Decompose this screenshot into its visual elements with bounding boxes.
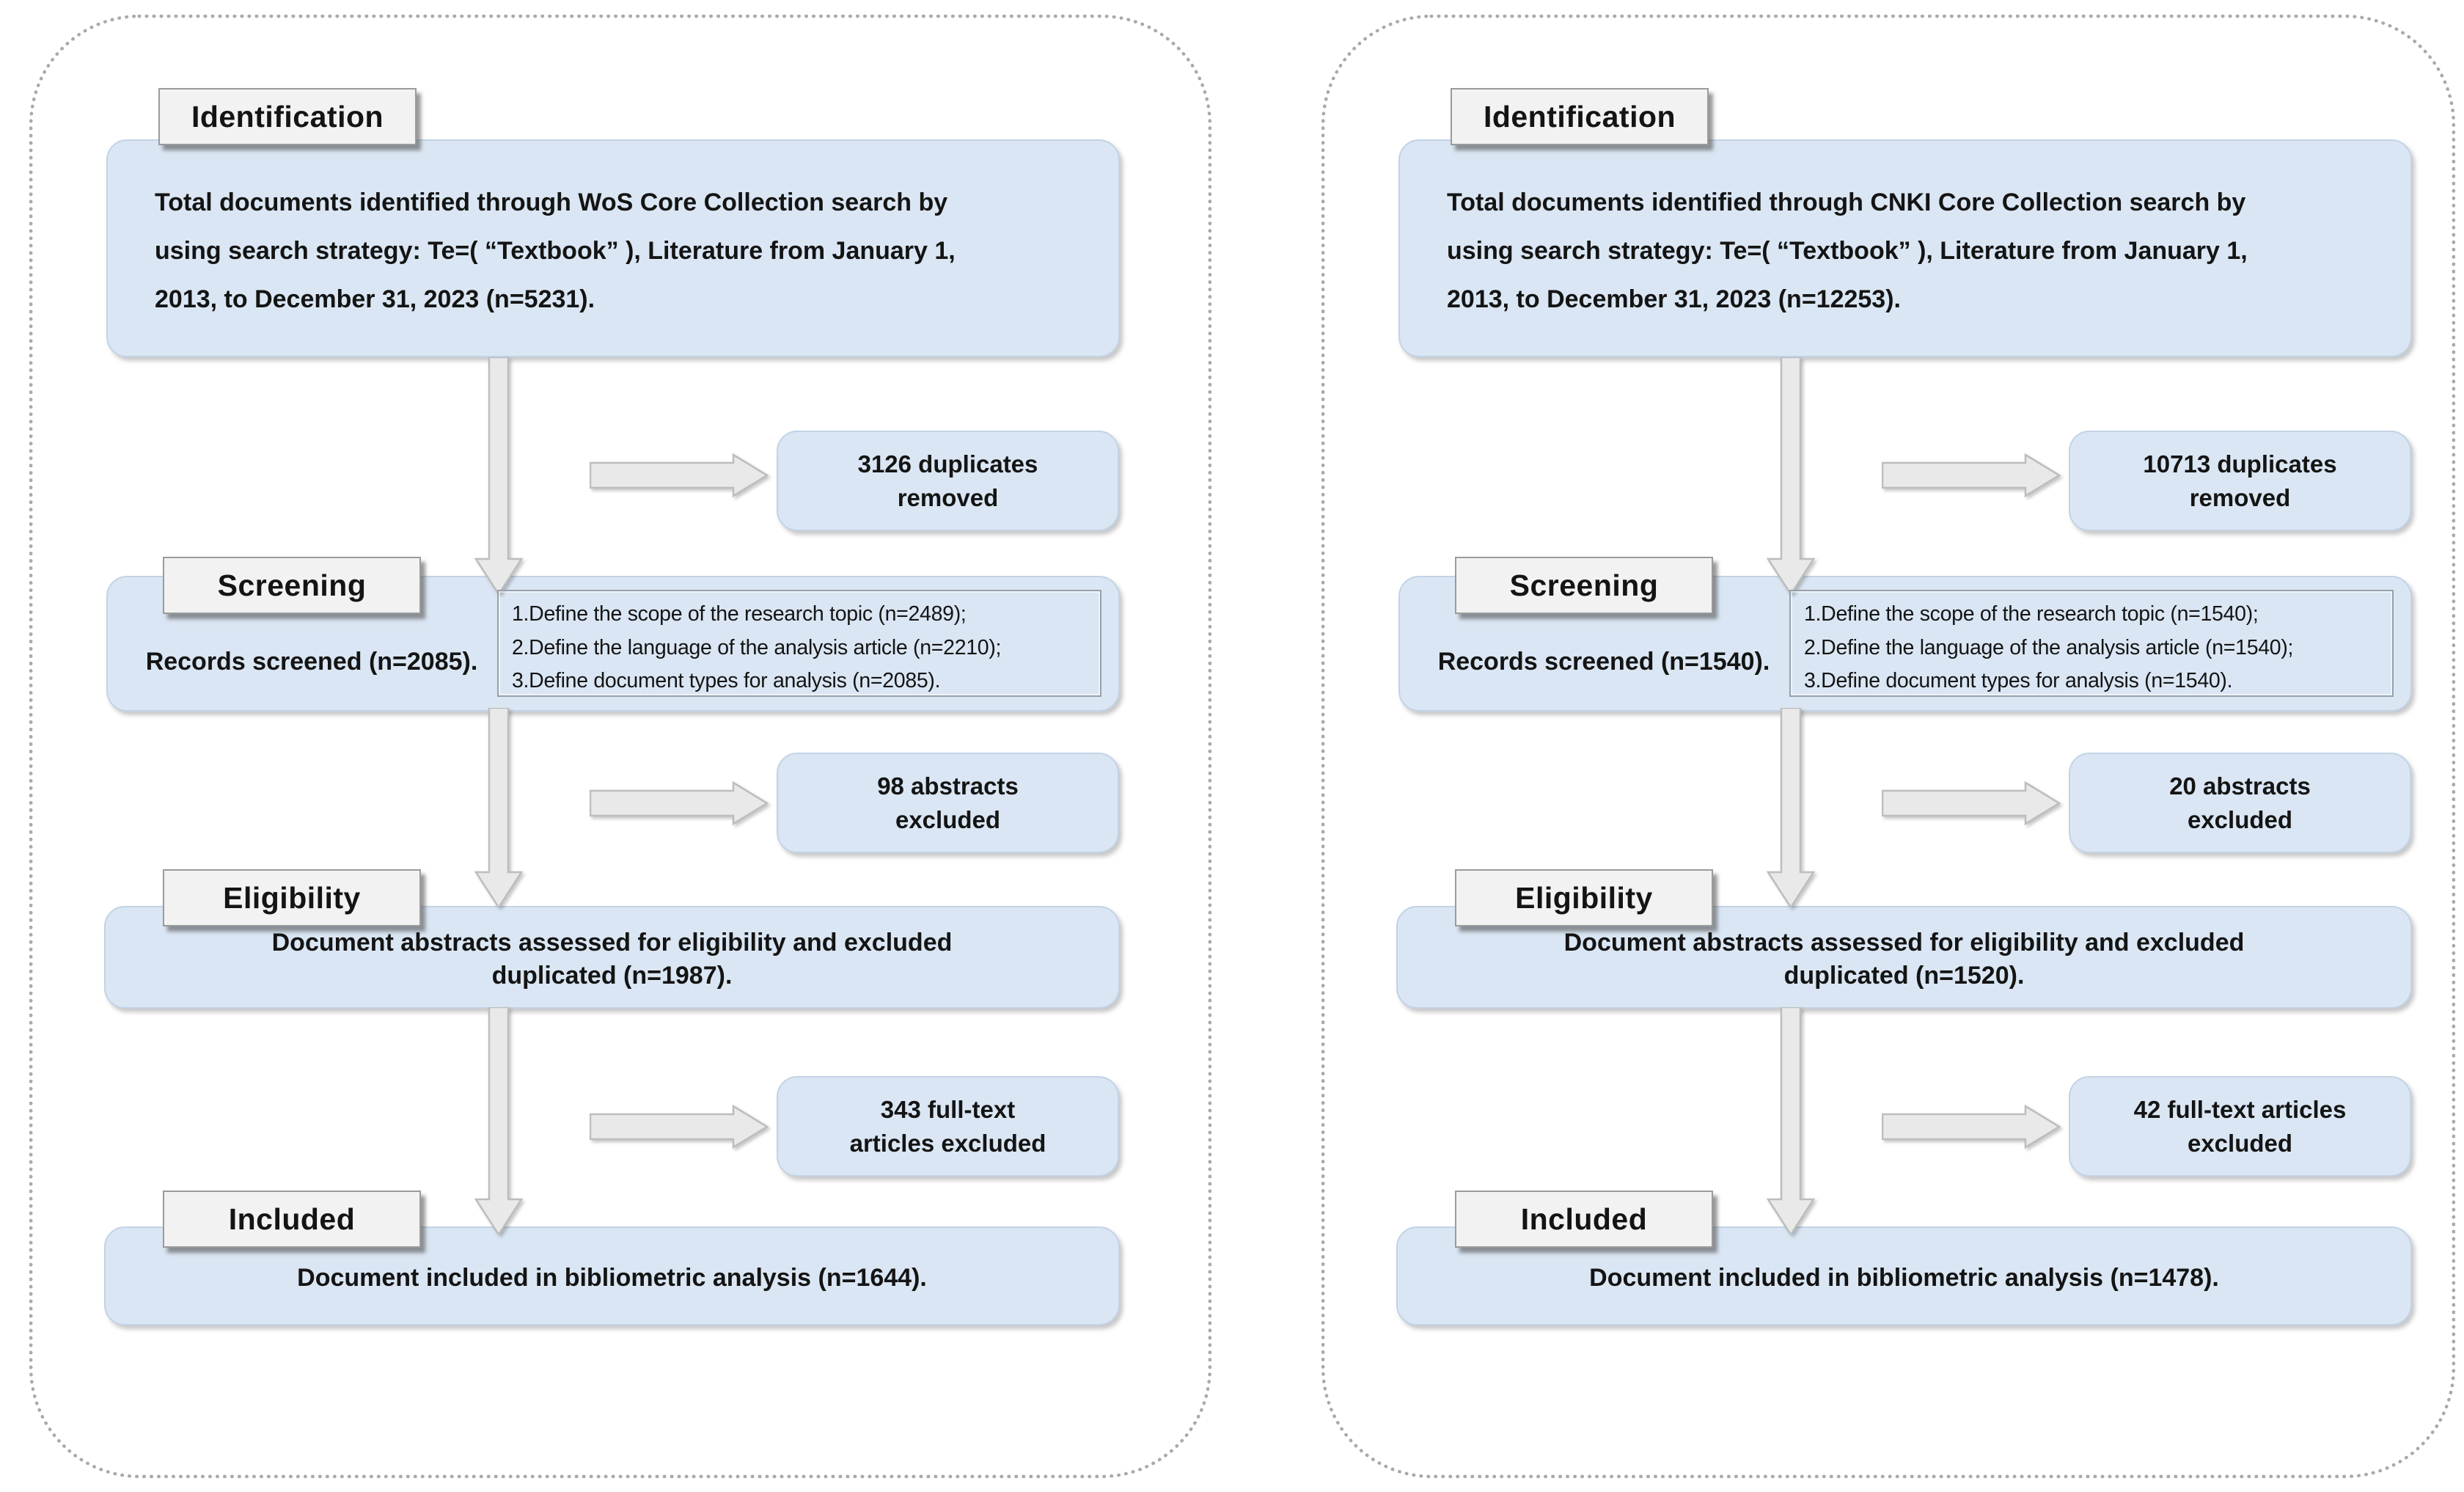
wos-duplicates-box: 3126 duplicates removed	[777, 431, 1119, 531]
included-text: Document included in bibliometric analys…	[1589, 1264, 2219, 1292]
duplicates-line: 3126 duplicates	[857, 450, 1038, 478]
abstracts-line: excluded	[2187, 805, 2293, 833]
criteria-line: 3.Define document types for analysis (n=…	[1804, 669, 2233, 692]
duplicates-line: removed	[2189, 483, 2291, 511]
criteria-line: 2.Define the language of the analysis ar…	[1804, 635, 2294, 659]
cnki-identification-box: Total documents identified through CNKI …	[1398, 139, 2412, 357]
wos-identification-box: Total documents identified through WoS C…	[106, 139, 1120, 357]
down-arrow	[1766, 708, 1816, 907]
down-arrow	[474, 357, 524, 594]
stage-label-text: Included	[1520, 1202, 1648, 1236]
identification-line: using search strategy: Te=( “Textbook” )…	[155, 237, 956, 265]
identification-text: Total documents identified through CNKI …	[1400, 141, 2410, 323]
stage-label-text: Identification	[191, 99, 384, 134]
cnki-panel: Identification Total documents identifie…	[1321, 15, 2455, 1478]
included-text: Document included in bibliometric analys…	[297, 1264, 927, 1292]
identification-line: 2013, to December 31, 2023 (n=5231).	[155, 285, 595, 313]
abstracts-line: excluded	[895, 805, 1001, 833]
cnki-eligibility-label: Eligibility	[1455, 869, 1713, 926]
stage-label-text: Screening	[1509, 568, 1659, 602]
eligibility-line: Document abstracts assessed for eligibil…	[1563, 929, 2245, 957]
down-arrow	[474, 708, 524, 907]
right-arrow	[590, 453, 769, 498]
fulltext-line: 42 full-text articles	[2133, 1095, 2347, 1123]
wos-screening-label: Screening	[163, 557, 421, 614]
criteria-line: 1.Define the scope of the research topic…	[512, 602, 967, 626]
stage-label-text: Included	[228, 1202, 356, 1236]
stage-label-text: Identification	[1483, 99, 1676, 134]
cnki-abstracts-excluded-box: 20 abstracts excluded	[2069, 753, 2411, 853]
fulltext-line: excluded	[2187, 1129, 2293, 1157]
wos-included-label: Included	[163, 1191, 421, 1248]
screening-criteria-box: 1.Define the scope of the research topic…	[1789, 590, 2394, 697]
wos-panel: Identification Total documents identifie…	[29, 15, 1211, 1478]
right-arrow	[1882, 1104, 2061, 1149]
eligibility-text: Document abstracts assessed for eligibil…	[106, 926, 1118, 992]
identification-line: using search strategy: Te=( “Textbook” )…	[1447, 237, 2248, 265]
down-arrow	[474, 1007, 524, 1235]
abstracts-line: 98 abstracts	[877, 772, 1019, 800]
right-arrow	[590, 780, 769, 826]
fulltext-line: 343 full-text	[880, 1095, 1016, 1123]
stage-label-text: Screening	[217, 568, 367, 602]
eligibility-line: duplicated (n=1987).	[491, 962, 733, 990]
right-arrow	[590, 1104, 769, 1149]
wos-fulltext-excluded-box: 343 full-text articles excluded	[777, 1076, 1119, 1177]
identification-text: Total documents identified through WoS C…	[108, 141, 1118, 323]
right-arrow	[1882, 780, 2061, 826]
stage-label-text: Eligibility	[1515, 880, 1653, 915]
records-screened-text: Records screened (n=2085).	[145, 648, 478, 676]
fulltext-line: articles excluded	[849, 1129, 1046, 1157]
wos-eligibility-label: Eligibility	[163, 869, 421, 926]
screening-criteria-box: 1.Define the scope of the research topic…	[497, 590, 1101, 697]
stage-label-text: Eligibility	[223, 880, 361, 915]
criteria-line: 3.Define document types for analysis (n=…	[512, 669, 941, 692]
abstracts-line: 20 abstracts	[2169, 772, 2311, 800]
cnki-screening-label: Screening	[1455, 557, 1713, 614]
down-arrow	[1766, 357, 1816, 594]
identification-line: Total documents identified through CNKI …	[1447, 189, 2246, 216]
identification-line: 2013, to December 31, 2023 (n=12253).	[1447, 285, 1901, 313]
duplicates-line: 10713 duplicates	[2143, 450, 2337, 478]
duplicates-line: removed	[897, 483, 999, 511]
records-screened-text: Records screened (n=1540).	[1437, 648, 1770, 676]
eligibility-line: duplicated (n=1520).	[1783, 962, 2025, 990]
criteria-line: 1.Define the scope of the research topic…	[1804, 602, 2259, 626]
eligibility-line: Document abstracts assessed for eligibil…	[271, 929, 953, 957]
eligibility-text: Document abstracts assessed for eligibil…	[1398, 926, 2410, 992]
identification-line: Total documents identified through WoS C…	[155, 189, 948, 216]
wos-identification-label: Identification	[158, 88, 417, 145]
cnki-identification-label: Identification	[1451, 88, 1709, 145]
criteria-line: 2.Define the language of the analysis ar…	[512, 635, 1002, 659]
cnki-fulltext-excluded-box: 42 full-text articles excluded	[2069, 1076, 2411, 1177]
cnki-included-label: Included	[1455, 1191, 1713, 1248]
down-arrow	[1766, 1007, 1816, 1235]
cnki-duplicates-box: 10713 duplicates removed	[2069, 431, 2411, 531]
right-arrow	[1882, 453, 2061, 498]
wos-abstracts-excluded-box: 98 abstracts excluded	[777, 753, 1119, 853]
